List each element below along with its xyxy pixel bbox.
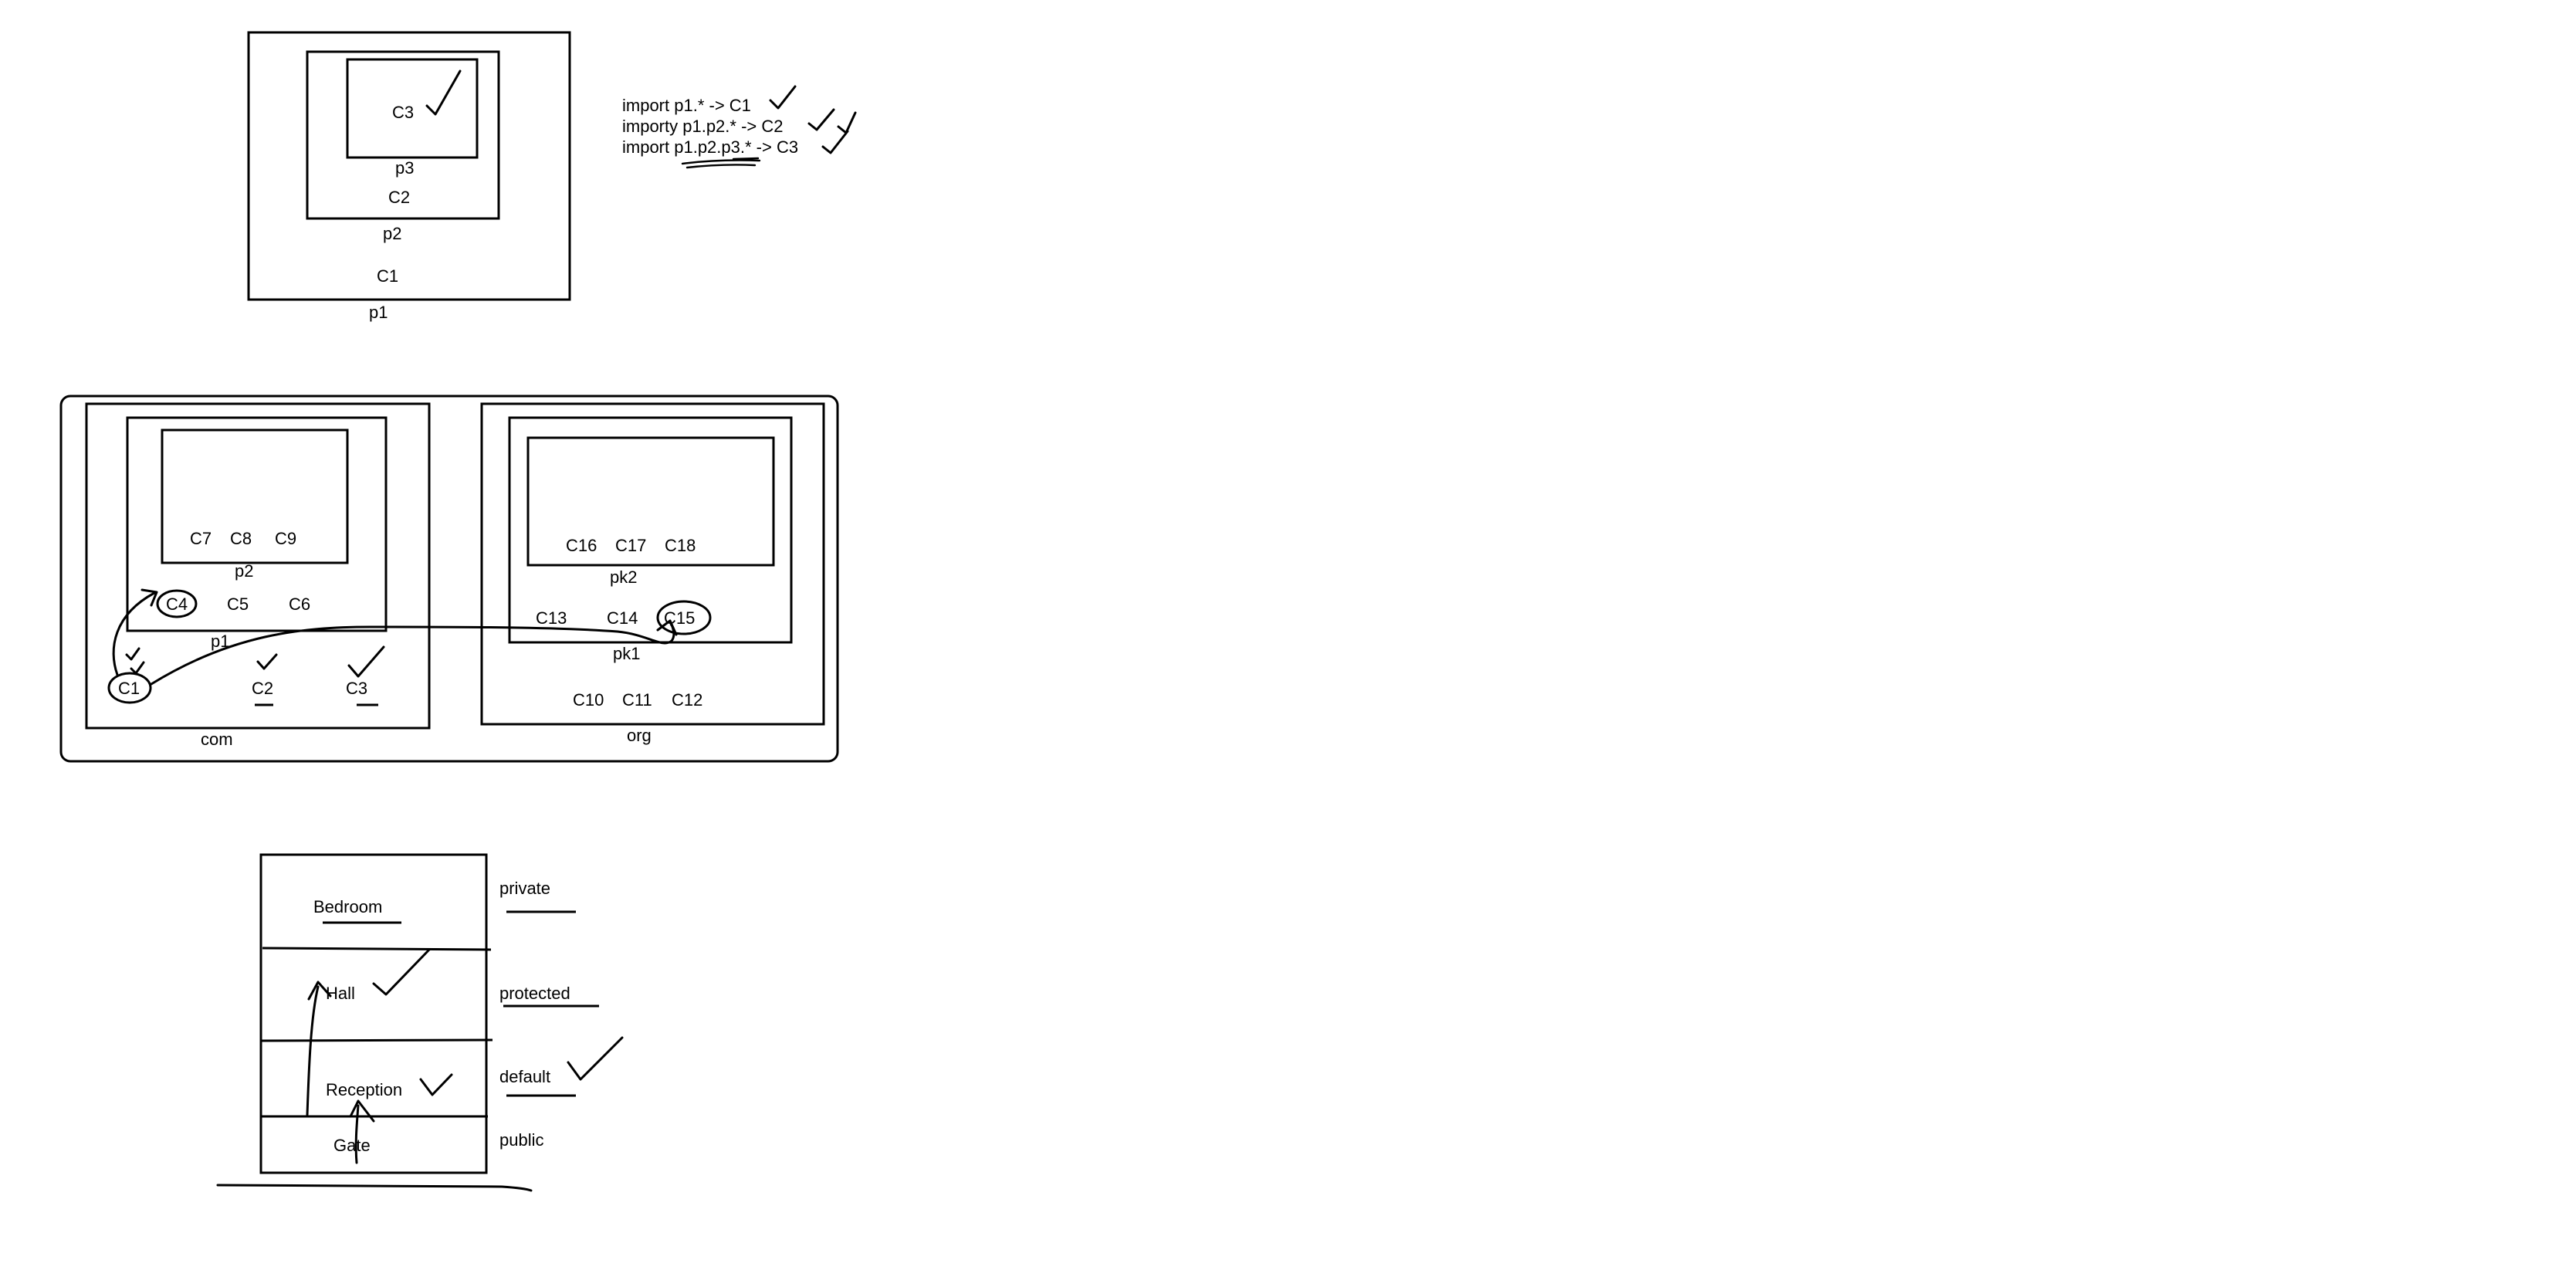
class-c7-label: C7 xyxy=(190,529,212,548)
class-c3-label: C3 xyxy=(346,679,367,698)
class-c2-label: C2 xyxy=(388,188,410,207)
class-c16-label: C16 xyxy=(566,536,597,555)
checkmark-icon xyxy=(821,130,849,154)
nested-packages-section: C3 p3 C2 p2 C1 p1 xyxy=(247,31,571,322)
arrowhead-icon xyxy=(656,619,678,636)
package-p2-box xyxy=(161,428,349,564)
import-line-3: import p1.p2.p3.* -> C3 xyxy=(622,137,798,157)
package-tree-section: C7 C8 C9 p2 C4 C5 C6 p1 C1 C2 C3 com C16… xyxy=(59,395,839,763)
package-p2-box xyxy=(306,50,500,220)
room-hall-label: Hall xyxy=(326,984,355,1003)
room-gate-label: Gate xyxy=(333,1136,371,1155)
modifier-private-label: private xyxy=(499,879,550,898)
class-c18-label: C18 xyxy=(665,536,696,555)
package-p1-box xyxy=(247,31,571,301)
checkmark-icon xyxy=(256,653,278,670)
arrowhead-icon xyxy=(307,981,332,1001)
building-box xyxy=(259,853,488,1174)
package-pk2-box xyxy=(526,436,775,567)
checkmark-icon xyxy=(769,85,797,110)
class-c1-label: C1 xyxy=(118,679,140,698)
class-c6-label: C6 xyxy=(289,594,310,614)
checkmark-icon xyxy=(125,647,140,661)
checkmark-icon xyxy=(425,69,462,116)
class-c1-label: C1 xyxy=(377,266,398,286)
checkmark-icon xyxy=(807,108,835,131)
package-p1-box xyxy=(126,416,388,632)
room-reception-label: Reception xyxy=(326,1080,402,1099)
class-c4-circle xyxy=(156,589,198,618)
package-p3-box xyxy=(346,58,479,159)
package-org-box xyxy=(480,402,825,726)
outer-container-box xyxy=(59,395,839,763)
room-bedroom-label: Bedroom xyxy=(313,897,382,916)
underline-scribble xyxy=(685,164,757,169)
floor-divider xyxy=(260,1038,493,1042)
package-pk1-box xyxy=(508,416,793,644)
access-arrow-c1-to-c15 xyxy=(150,622,675,686)
package-com-box xyxy=(85,402,431,730)
import-line-1: import p1.* -> C1 xyxy=(622,96,751,115)
modifier-default-label: default xyxy=(499,1067,550,1086)
access-arrow-reception-to-hall xyxy=(306,985,320,1116)
class-c1-circle xyxy=(107,672,152,704)
class-c14-label: C14 xyxy=(607,608,638,628)
access-arrow-c1-to-c4 xyxy=(112,591,156,676)
import-notes: import p1.* -> C1 importy p1.p2.* -> C2 … xyxy=(622,85,857,169)
package-pk2-label: pk2 xyxy=(610,567,637,587)
class-c2-label: C2 xyxy=(252,679,273,698)
ground-line xyxy=(216,1184,533,1192)
class-c9-label: C9 xyxy=(275,529,296,548)
checkmark-icon xyxy=(130,661,145,675)
modifier-public-label: public xyxy=(499,1130,543,1150)
checkmark-icon xyxy=(347,645,385,678)
class-c8-label: C8 xyxy=(230,529,252,548)
class-c3-label: C3 xyxy=(392,103,414,122)
access-levels-section: Bedroom Hall Reception Gate private prot… xyxy=(216,853,624,1192)
import-line-2: importy p1.p2.* -> C2 xyxy=(622,117,783,136)
package-p1-label: p1 xyxy=(369,303,388,322)
package-p2-label: p2 xyxy=(383,224,401,243)
checkmark-icon xyxy=(372,948,431,996)
package-com-label: com xyxy=(201,730,233,749)
access-arrow-gate-to-reception xyxy=(354,1104,360,1164)
arrowhead-icon xyxy=(140,588,158,607)
modifier-protected-label: protected xyxy=(499,984,570,1003)
checkmark-icon xyxy=(567,1036,624,1081)
checkmark-icon xyxy=(837,111,857,134)
class-c12-label: C12 xyxy=(672,690,702,710)
class-c10-label: C10 xyxy=(573,690,604,710)
floor-divider xyxy=(262,947,492,951)
underline-scribble xyxy=(681,159,761,165)
class-c13-label: C13 xyxy=(536,608,567,628)
package-pk1-label: pk1 xyxy=(613,644,640,663)
package-p3-label: p3 xyxy=(395,158,414,178)
underline-scribble xyxy=(732,157,760,161)
package-org-label: org xyxy=(627,726,652,745)
class-c5-label: C5 xyxy=(227,594,249,614)
package-p2-label: p2 xyxy=(235,561,253,581)
class-c15-circle xyxy=(656,600,712,635)
class-c15-label: C15 xyxy=(664,608,695,628)
checkmark-icon xyxy=(419,1073,453,1096)
class-c4-label: C4 xyxy=(166,594,188,614)
class-c11-label: C11 xyxy=(622,690,652,710)
arrowhead-icon xyxy=(349,1099,375,1123)
class-c17-label: C17 xyxy=(615,536,646,555)
